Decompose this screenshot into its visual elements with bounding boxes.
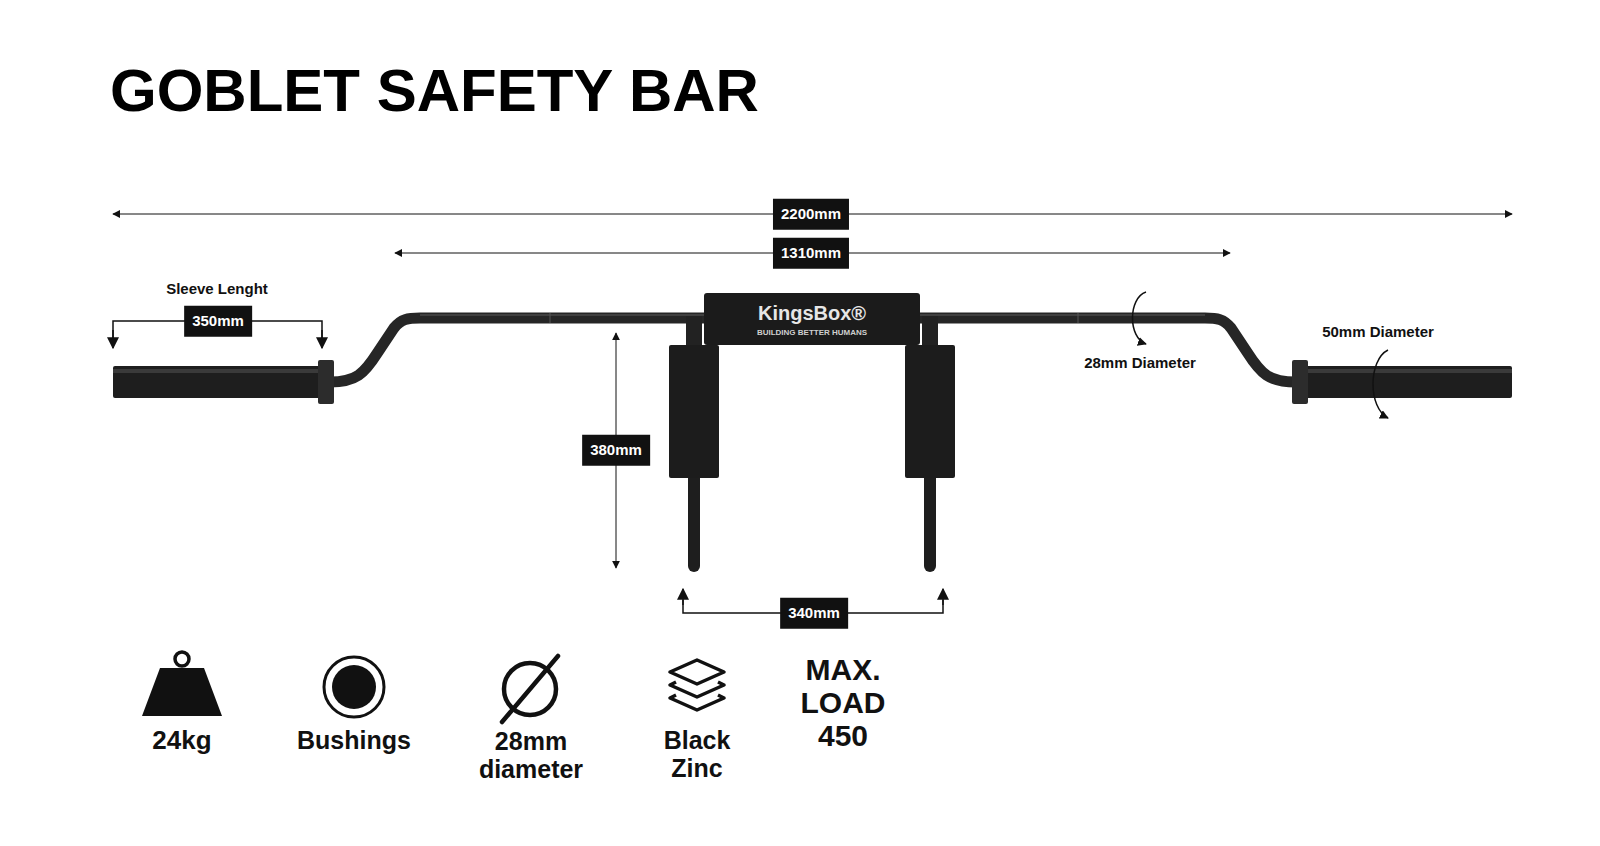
spec-label: Bushings: [297, 727, 411, 755]
left-collar: [318, 360, 334, 404]
dimension-label: 350mm: [184, 306, 252, 337]
layers-icon: [670, 660, 724, 684]
spec-label: 24kg: [152, 726, 211, 755]
handle-peg: [688, 470, 700, 566]
dimension-label: 380mm: [582, 435, 650, 466]
left-sleeve: [113, 366, 321, 398]
handle-mount: [686, 316, 702, 350]
spec-label: Black Zinc: [655, 727, 740, 782]
bushing-icon: [324, 657, 384, 717]
right-sleeve: [1306, 366, 1512, 398]
dimension-arrow: [112, 330, 114, 348]
handle-grip: [905, 345, 955, 478]
layers-icon: [670, 695, 724, 710]
right-collar: [1292, 360, 1308, 404]
diameter-note: 28mm Diameter: [1084, 355, 1196, 372]
dimension-caption: Sleeve Lenght: [166, 281, 268, 298]
weight-icon: [175, 652, 189, 666]
rotation-arrow: [1373, 350, 1388, 418]
spec-label: 28mm diameter: [464, 728, 599, 783]
sleeve-highlight: [1306, 369, 1512, 373]
dimension-arrow: [942, 589, 944, 605]
weight-icon: [142, 668, 222, 716]
dimension-arrow: [321, 330, 323, 348]
dimension-label: 1310mm: [773, 238, 849, 269]
sleeve-highlight: [113, 369, 321, 373]
dimension-label: 340mm: [780, 598, 848, 629]
knurl-mark: [550, 313, 551, 323]
rotation-arrow: [1133, 292, 1147, 344]
handle-mount: [922, 316, 938, 350]
brand-pad: KingsBox® BUILDING BETTER HUMANS: [704, 293, 920, 345]
brand-slogan: BUILDING BETTER HUMANS: [757, 328, 867, 337]
dimension-arrow: [682, 589, 684, 605]
bushing-icon: [332, 665, 376, 709]
layers-icon: [670, 682, 724, 697]
diameter-note: 50mm Diameter: [1322, 324, 1434, 341]
handle-peg: [924, 470, 936, 566]
diameter-icon: [502, 656, 558, 722]
knurl-mark: [1078, 313, 1079, 323]
brand-name: KingsBox®: [758, 302, 866, 325]
bar-shaft: [330, 318, 1296, 382]
spec-label: MAX. LOAD 450: [793, 653, 893, 752]
diagram-title: GOBLET SAFETY BAR: [110, 56, 759, 125]
dimension-label: 2200mm: [773, 199, 849, 230]
handle-grip: [669, 345, 719, 478]
